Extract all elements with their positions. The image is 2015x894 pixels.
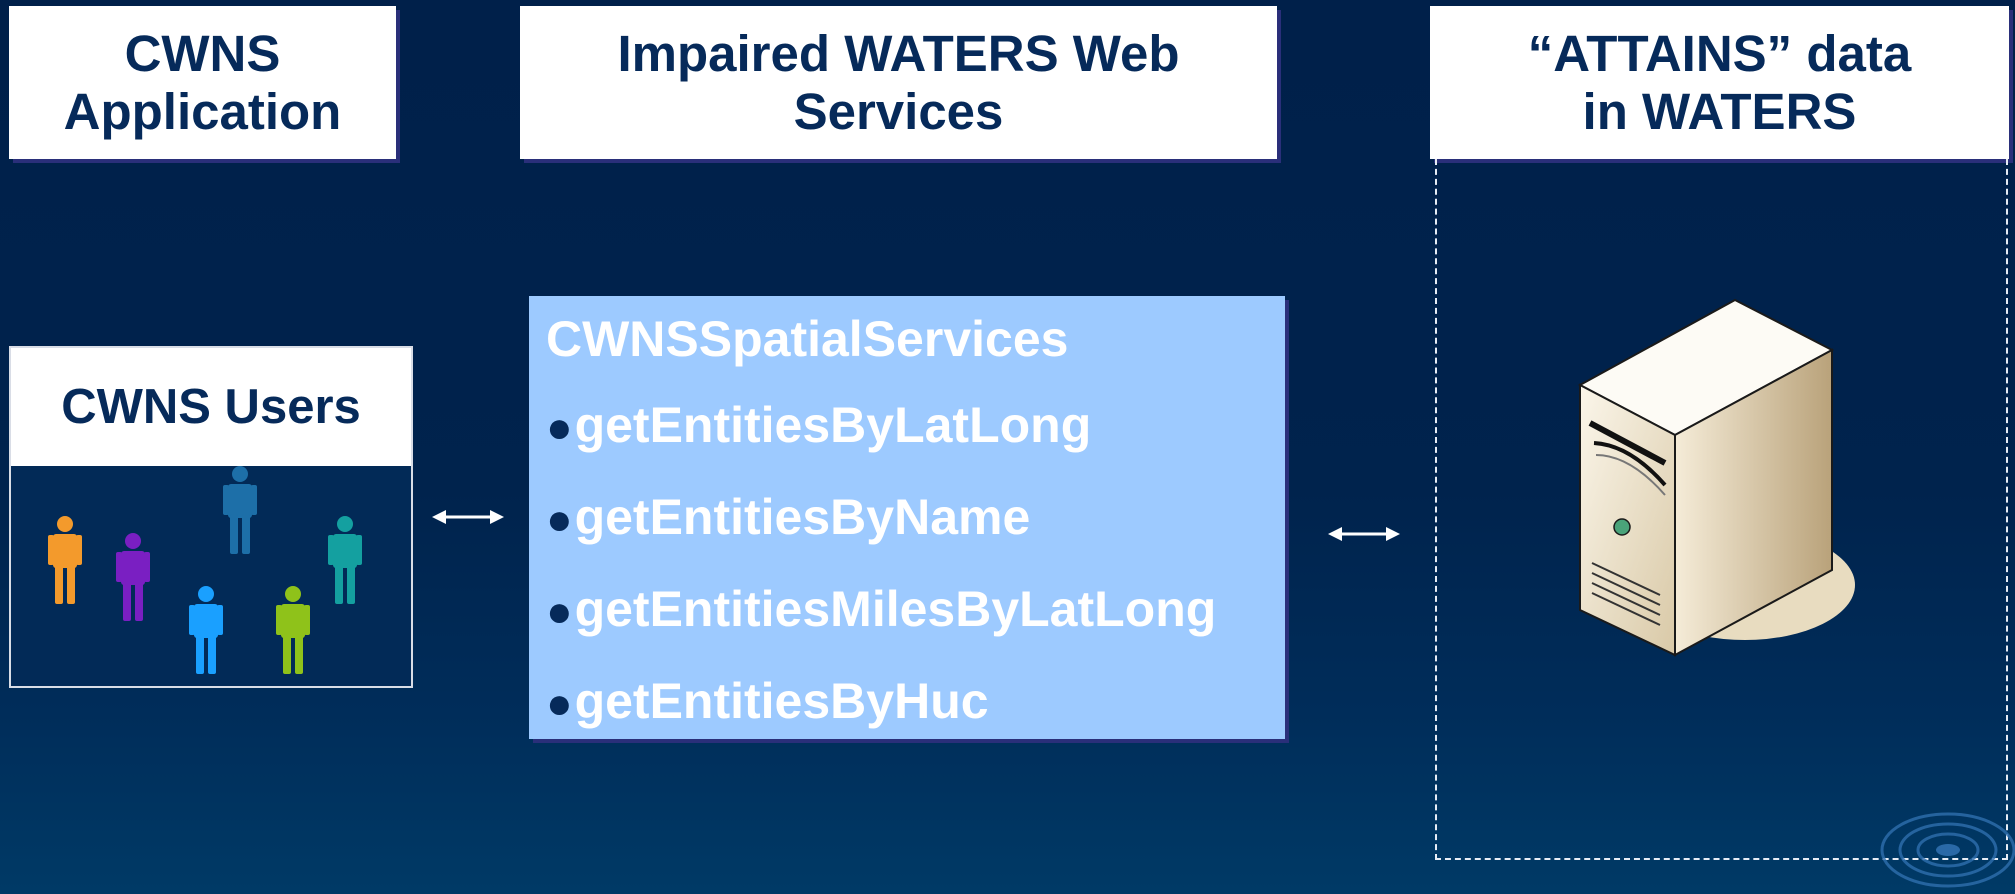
cwns-users-panel: CWNS Users — [9, 346, 413, 688]
method-label: getEntitiesByName — [574, 489, 1031, 545]
person-icon — [116, 533, 150, 621]
person-icon — [223, 466, 257, 554]
method-label: getEntitiesMilesByLatLong — [574, 581, 1217, 637]
header-line: “ATTAINS” data — [1527, 24, 1912, 82]
method-label: getEntitiesByLatLong — [574, 397, 1092, 453]
header-line: Impaired WATERS Web — [617, 24, 1180, 82]
method-item: ●getEntitiesByName — [546, 488, 1030, 546]
services-title: CWNSSpatialServices — [546, 311, 1069, 367]
header-line: in WATERS — [1582, 82, 1857, 140]
method-item: ●getEntitiesMilesByLatLong — [546, 580, 1216, 638]
cwns-spatial-services-box: CWNSSpatialServices ●getEntitiesByLatLon… — [529, 296, 1285, 739]
person-icon — [276, 586, 310, 674]
person-icon — [328, 516, 362, 604]
header-line: Services — [793, 82, 1004, 140]
header-cwns-application: CWNS Application — [9, 6, 396, 159]
bullet-icon: ● — [546, 587, 573, 636]
double-arrow-icon — [432, 510, 504, 524]
server-icon — [1577, 298, 1855, 657]
water-ripple-logo — [1880, 812, 2015, 888]
bullet-icon: ● — [546, 679, 573, 728]
cwns-users-title: CWNS Users — [11, 348, 411, 466]
header-waters-web-services: Impaired WATERS Web Services — [520, 6, 1277, 159]
attains-dashed-container — [1435, 159, 2008, 860]
header-line: CWNS — [124, 24, 281, 82]
person-icon — [48, 516, 82, 604]
method-item: ●getEntitiesByHuc — [546, 672, 989, 730]
double-arrow-icon — [1328, 527, 1400, 541]
header-line: Application — [63, 82, 342, 140]
bullet-icon: ● — [546, 403, 573, 452]
person-icon — [189, 586, 223, 674]
header-attains-data: “ATTAINS” data in WATERS — [1430, 6, 2009, 159]
method-item: ●getEntitiesByLatLong — [546, 396, 1091, 454]
bullet-icon: ● — [546, 495, 573, 544]
method-label: getEntitiesByHuc — [574, 673, 989, 729]
